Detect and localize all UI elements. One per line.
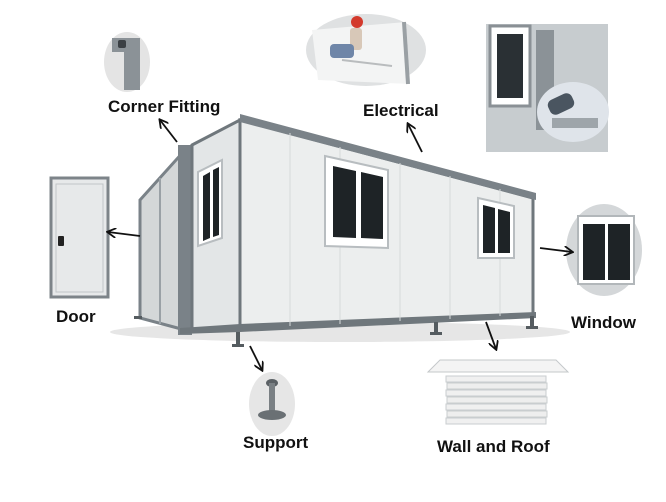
wall-and-roof-label: Wall and Roof	[437, 437, 550, 456]
arrow-support	[249, 345, 262, 370]
support-label: Support	[243, 433, 309, 452]
door-image	[49, 176, 110, 299]
arrow-wall-and-roof	[485, 321, 496, 349]
callout-arrows	[108, 120, 572, 370]
wall-window-2	[477, 196, 515, 259]
arrow-window	[539, 248, 572, 252]
wall-window-1	[324, 154, 389, 250]
support-feet	[134, 316, 538, 347]
arrow-door	[108, 232, 141, 236]
window-image	[566, 204, 642, 296]
corner-fitting-label: Corner Fitting	[108, 97, 221, 116]
roof-edge	[240, 114, 536, 200]
support-image	[249, 372, 295, 436]
arrow-corner-fitting	[160, 120, 178, 143]
window-detail-image	[486, 24, 609, 152]
door-label: Door	[56, 307, 96, 326]
arrow-electrical	[408, 124, 423, 153]
window-label: Window	[571, 313, 636, 332]
wall-and-roof-image	[426, 359, 570, 425]
corner-fitting-image	[104, 32, 150, 92]
electrical-image	[306, 14, 426, 86]
corner-post	[178, 145, 192, 335]
end-wall-window	[197, 158, 223, 248]
bottom-frame	[180, 312, 536, 334]
electrical-label: Electrical	[363, 101, 439, 120]
